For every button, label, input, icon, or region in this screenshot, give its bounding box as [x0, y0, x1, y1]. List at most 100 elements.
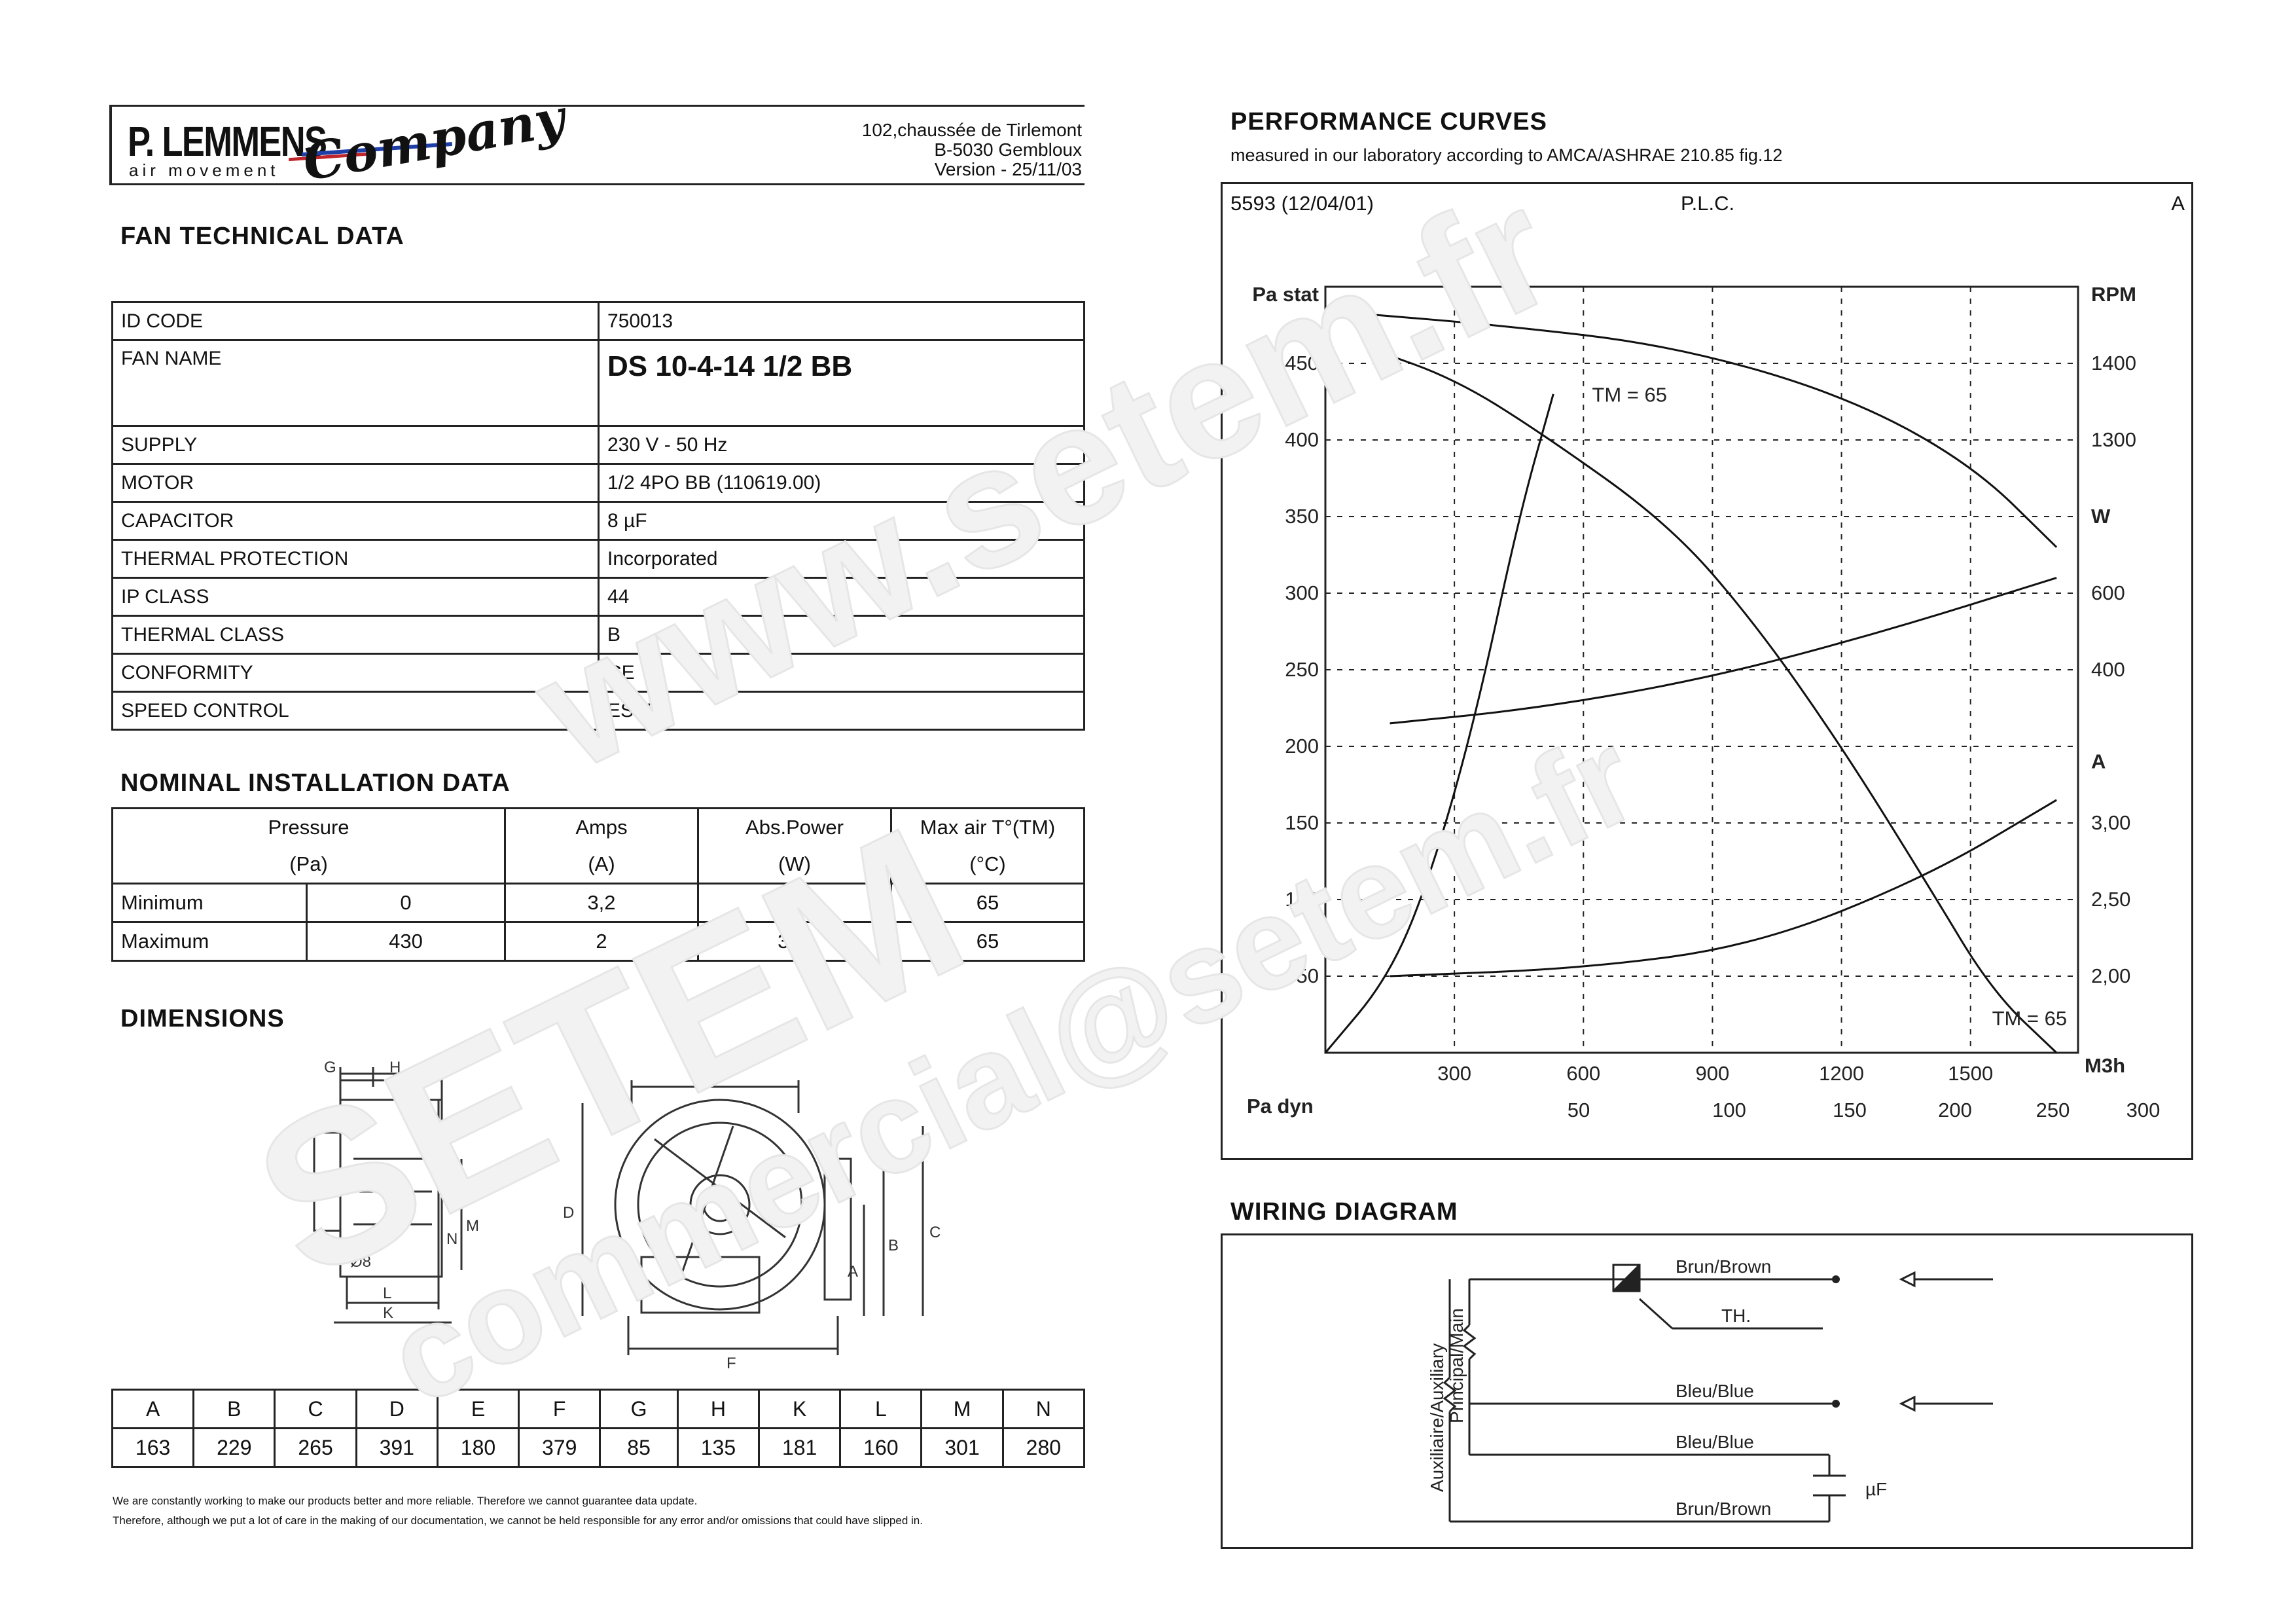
- dim-value: 160: [839, 1427, 923, 1468]
- tech-key: SUPPLY: [111, 425, 600, 465]
- cell-value: 300: [697, 921, 892, 962]
- series-line-2: [1368, 347, 2058, 1054]
- tech-key: IP CLASS: [111, 577, 600, 617]
- dim-value: 135: [676, 1427, 761, 1468]
- series-line-4: [1390, 577, 2057, 725]
- tech-key: THERMAL PROTECTION: [111, 539, 600, 579]
- row-label-maximum: Maximum: [111, 921, 308, 962]
- wire-label-blue-2: Bleu/Blue: [1676, 1432, 1754, 1452]
- performance-subtitle: measured in our laboratory according to …: [1230, 145, 1783, 165]
- dim-value: 379: [518, 1427, 601, 1468]
- tech-value: ESB5: [598, 691, 1085, 731]
- dim-value: 265: [274, 1427, 357, 1468]
- wire-label-th: TH.: [1721, 1305, 1751, 1326]
- cell-value: 65: [890, 921, 1085, 962]
- dim-letter: A: [111, 1389, 195, 1429]
- tech-value: 44: [598, 577, 1085, 617]
- tech-value: 230 V - 50 Hz: [598, 425, 1085, 465]
- tech-value: CE: [598, 653, 1085, 693]
- dim-label-g: G: [324, 1059, 336, 1076]
- secondary-tick-label: 100: [1712, 1099, 1746, 1122]
- wiring-diagram: Brun/Brown TH. Bleu/Blue Bleu/Blue Brun/…: [1427, 1256, 1993, 1523]
- address-line-1: 102,chaussée de Tirlemont: [861, 120, 1082, 140]
- dim-letter: M: [920, 1389, 1004, 1429]
- header: P. LEMMENS air movement Company 102,chau…: [109, 88, 1085, 192]
- dim-value: 163: [111, 1427, 195, 1468]
- panel-code: 5593 (12/04/01): [1230, 192, 1374, 215]
- dimensions-title: DIMENSIONS: [120, 1005, 285, 1032]
- y-tick-label: 250: [1285, 658, 1319, 681]
- y-tick-label: 100: [1285, 888, 1319, 911]
- tech-value: Incorporated: [598, 539, 1085, 579]
- a-tick-label: 2,00: [2091, 964, 2130, 987]
- panel-letter: A: [2171, 192, 2185, 215]
- x-tick-label: 1500: [1948, 1062, 1993, 1085]
- disclaimer-line-2: Therefore, although we put a lot of care…: [113, 1514, 923, 1527]
- dim-value: 181: [758, 1427, 842, 1468]
- wire-label-blue-1: Bleu/Blue: [1676, 1381, 1754, 1401]
- series-line-3: [1324, 393, 1554, 1053]
- tech-value: 1/2 4PO BB (110619.00): [598, 463, 1085, 503]
- secondary-tick-label: 200: [1938, 1099, 1972, 1122]
- disclaimer: We are constantly working to make our pr…: [113, 1491, 923, 1531]
- dimension-drawing: G H N M L K Ø8 E D C B A F: [313, 1059, 941, 1372]
- y-tick-label: 50: [1297, 964, 1319, 987]
- wire-label-brown-top: Brun/Brown: [1676, 1256, 1771, 1277]
- row-label-minimum: Minimum: [111, 883, 308, 923]
- dim-label-k: K: [383, 1304, 393, 1322]
- dim-letter: F: [518, 1389, 601, 1429]
- chart-annotation: TM = 65: [1592, 384, 1667, 407]
- dim-value: 301: [920, 1427, 1004, 1468]
- rpm-tick-label: 1400: [2091, 352, 2136, 374]
- secondary-tick-label: 50: [1568, 1099, 1590, 1122]
- cell-value: 2: [504, 921, 699, 962]
- tech-key: ID CODE: [111, 301, 600, 341]
- series-line-1: [1368, 313, 2058, 548]
- fan-technical-title: FAN TECHNICAL DATA: [120, 223, 404, 250]
- header-rule: [459, 105, 1085, 107]
- cell-value: 65: [890, 883, 1085, 923]
- series-line-5: [1390, 799, 2057, 977]
- table-row: 163 229 265 391 180 379 85 135 181 160 3…: [111, 1427, 1086, 1468]
- chart-annotation: TM = 65: [1992, 1007, 2068, 1030]
- performance-title: PERFORMANCE CURVES: [1230, 108, 1547, 136]
- wire-label-brown-bottom: Brun/Brown: [1676, 1499, 1771, 1519]
- tech-key: FAN NAME: [111, 339, 600, 427]
- secondary-tick-label: 300: [2126, 1099, 2161, 1122]
- dim-letter: B: [192, 1389, 276, 1429]
- fan-name-value: DS 10-4-14 1/2 BB: [598, 339, 1085, 427]
- a-label: A: [2091, 750, 2106, 773]
- x-tick-label: 300: [1437, 1062, 1471, 1085]
- rpm-tick-label: 1300: [2091, 428, 2136, 451]
- nominal-table: Pressure Amps Abs.Power Max air T°(TM) (…: [111, 807, 1085, 962]
- secondary-tick-label: 250: [2036, 1099, 2070, 1122]
- cell-value: 3,2: [504, 883, 699, 923]
- col-header-amps: Amps: [504, 807, 699, 846]
- y-tick-label: 200: [1285, 735, 1319, 757]
- dim-letter: C: [274, 1389, 357, 1429]
- y-tick-label: 300: [1285, 581, 1319, 604]
- tech-key: CONFORMITY: [111, 653, 600, 693]
- dim-letter: N: [1001, 1389, 1086, 1429]
- tech-value: B: [598, 615, 1085, 655]
- dim-label-dia: Ø8: [350, 1253, 371, 1271]
- secondary-axis-label: Pa dyn: [1247, 1095, 1314, 1118]
- table-row: Maximum 430 2 300 65: [111, 921, 1085, 962]
- dim-label-a: A: [848, 1263, 858, 1281]
- nominal-title: NOMINAL INSTALLATION DATA: [120, 769, 511, 797]
- dim-label-h: H: [389, 1059, 401, 1076]
- dim-label-c: C: [929, 1224, 941, 1241]
- tech-key: CAPACITOR: [111, 501, 600, 541]
- w-label: W: [2091, 505, 2111, 528]
- table-row: Minimum 0 3,2 650 65: [111, 883, 1085, 923]
- x-tick-label: 900: [1696, 1062, 1730, 1085]
- a-tick-label: 2,50: [2091, 888, 2130, 911]
